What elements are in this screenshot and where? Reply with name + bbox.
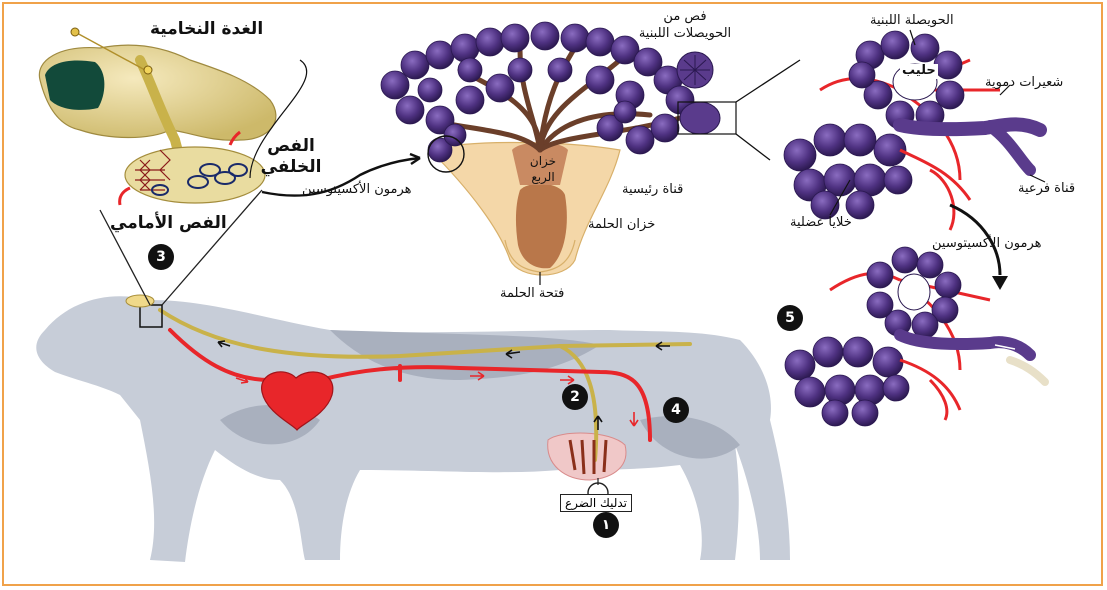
label-alveoli-lobe-2: الحويصلات اللبنية [630,27,740,42]
milk-flow [1010,360,1045,382]
brain-pituitary [39,28,306,205]
pituitary-dot [144,66,152,74]
muscle-cell-cluster-bottom [785,337,909,426]
label-capillaries: شعيرات دموية [985,76,1063,91]
label-oxytocin-right: هرمون الأكسيتوسين [932,237,1041,252]
label-muscle-cells: خلايا عضلية [790,216,852,231]
alveolus-detail-top [784,30,1045,230]
mammary-gland [381,22,800,285]
zoom-lines-brain [100,190,262,305]
label-teat-opening: فتحة الحلمة [500,287,564,302]
vessel-out-left [120,188,130,205]
label-posterior-lobe-1: الفص [256,137,326,157]
label-anterior-lobe: الفص الأمامي [110,214,227,234]
brain-location-marker [126,295,154,307]
label-branch-duct: قناة فرعية [1018,182,1075,197]
step-badge-1: ١ [593,512,619,538]
udder [548,433,626,480]
label-alveoli-lobe-1: فص من [630,10,740,25]
label-posterior-lobe-2: الخلفي [256,158,326,178]
milk-lumen-contracted [898,274,930,310]
step-badge-3: 3 [148,244,174,270]
dark-brain-region [45,61,104,110]
alveolus-zoom-source [680,102,720,134]
label-milk: حليب [900,64,938,79]
label-cistern-1: خزان [518,155,568,169]
teat-cistern-fill [516,184,567,269]
label-pituitary: الغدة النخامية [150,20,263,40]
label-cistern-2: الربع [518,171,568,185]
oxytocin-arrow-right-head [992,276,1008,290]
branch-duct-top [900,124,1040,130]
label-udder-massage: تدليك الضرع [560,494,632,512]
pointer-dot [71,28,79,36]
step-badge-2: 2 [562,384,588,410]
label-main-duct: قناة رئيسية [622,183,683,198]
cow-silhouette [36,296,790,562]
step-badge-5: 5 [777,305,803,331]
label-alveolus: الحويصلة اللبنية [870,14,954,29]
label-teat-cistern: خزان الحلمة [588,218,655,233]
label-oxytocin-left: هرمون الأكسيتوسين [302,183,411,198]
step-badge-4: 4 [663,397,689,423]
alveolus-detail-bottom [785,247,1045,426]
muscle-cell-cluster-top [784,124,912,219]
